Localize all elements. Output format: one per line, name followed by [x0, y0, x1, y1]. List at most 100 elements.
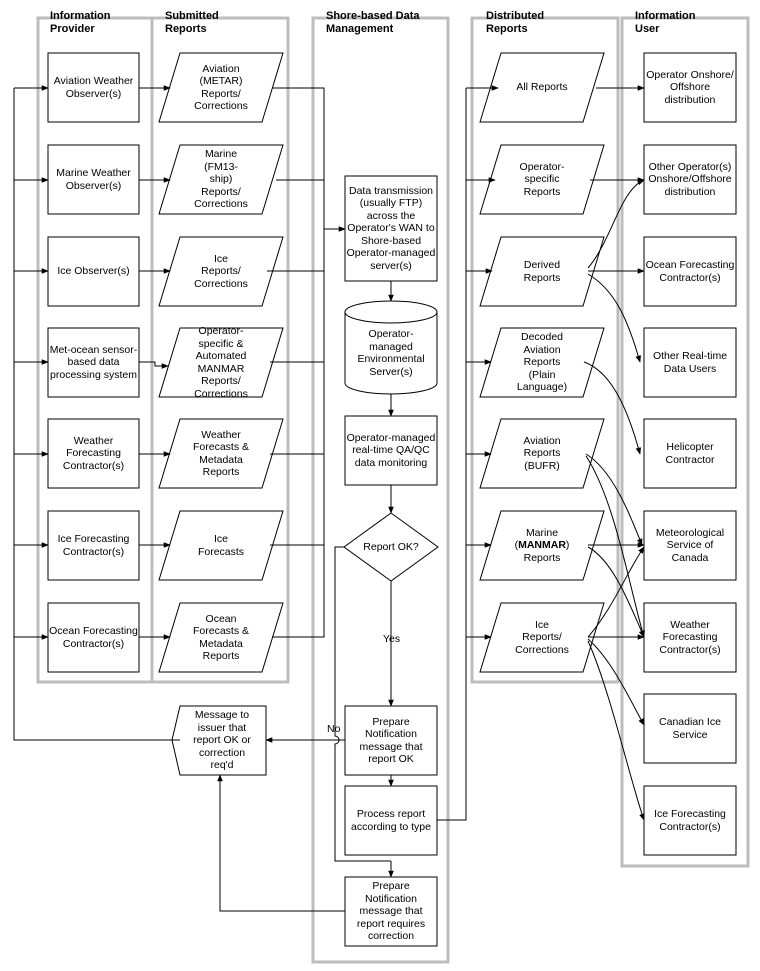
connectors: [13, 85, 645, 912]
provider-aviation-weather-observer: Aviation Weather Observer(s): [53, 75, 134, 100]
user-weather-forecasting-contractor: Weather Forecasting Contractor(s): [659, 618, 721, 656]
lane-header-distributed-reports: Distributed Reports: [486, 10, 545, 35]
arrow-derived-to-realtime: [587, 273, 641, 363]
lane-header-information-provider: Information Provider: [50, 10, 111, 35]
submitted-aviation-metar: Aviation (METAR) Reports/ Corrections: [194, 62, 248, 113]
marine-suffix: ) Reports: [523, 539, 570, 564]
submitted-shapes: [158, 52, 284, 673]
message-label: Message to issuer that report OK or corr…: [193, 709, 251, 772]
notify-ok-label: Prepare Notification message that report…: [359, 715, 423, 766]
lane-header-shore-based: Shore-based Data Management: [326, 10, 420, 35]
user-box: [643, 327, 737, 398]
marine-manmar-bold: MANMAR: [518, 539, 566, 552]
server-cylinder: [344, 300, 438, 395]
server-cylinder-top: [344, 311, 438, 324]
distributed-shapes: [479, 52, 605, 673]
provider-ocean-forecasting-contractor: Ocean Forecasting Contractor(s): [49, 625, 138, 650]
notify-correction-box: [344, 876, 438, 947]
submitted-shape: [158, 52, 284, 123]
provider-box: [47, 602, 140, 673]
lane-header-submitted-reports: Submitted Reports: [165, 10, 219, 35]
arrow-ice-to-ifc: [587, 640, 645, 821]
provider-box: [47, 236, 140, 307]
user-boxes: [643, 52, 737, 856]
provider-box: [47, 418, 140, 489]
submitted-shape: [158, 418, 284, 489]
provider-box: [47, 144, 140, 215]
user-other-operators: Other Operator(s) Onshore/Offshore distr…: [648, 160, 732, 198]
user-box: [643, 693, 737, 764]
arrow-provider-to-submitted: [139, 361, 169, 369]
user-canadian-ice-service: Canadian Ice Service: [659, 716, 721, 741]
submitted-ocean-forecasts: Ocean Forecasts & Metadata Reports: [192, 612, 250, 663]
provider-weather-forecasting-contractor: Weather Forecasting Contractor(s): [62, 434, 125, 472]
submitted-weather-forecasts: Weather Forecasts & Metadata Reports: [192, 428, 250, 479]
marine-prefix: Marine (: [514, 526, 559, 552]
user-operator-onshore-offshore: Operator Onshore/ Offshore distribution: [646, 68, 734, 106]
provider-box: [47, 510, 140, 581]
transmission-box: [344, 175, 438, 282]
provider-met-ocean-sensor: Met-ocean sensor- based data processing …: [49, 343, 138, 381]
submitted-shape: [158, 510, 284, 581]
lane-information-user: [620, 16, 750, 868]
arrow-correction-to-message: [217, 774, 345, 912]
feedback-line: [13, 88, 180, 741]
distributed-shape: [479, 144, 605, 215]
submitted-ice-reports: Ice Reports/ Corrections: [194, 252, 248, 290]
user-ocean-forecasting-contractor: Ocean Forecasting Contractor(s): [645, 259, 735, 284]
user-box: [643, 52, 737, 123]
distributed-shape: [479, 52, 605, 123]
no-label: No: [327, 723, 341, 735]
submitted-shape: [158, 327, 284, 398]
user-meteorological-service: Meteorological Service of Canada: [655, 526, 725, 564]
provider-ice-forecasting-contractor: Ice Forecasting Contractor(s): [57, 533, 130, 558]
distributed-ice-reports: Ice Reports/ Corrections: [515, 618, 569, 656]
swimlanes: [36, 16, 750, 964]
arrow-ice-to-cis: [587, 638, 645, 726]
arrow-derived-to-other: [587, 179, 645, 269]
arrow-bufr-to-msc: [585, 453, 643, 546]
distributed-decoded-aviation: Decoded Aviation Reports (Plain Language…: [516, 331, 568, 394]
submitted-shape: [158, 236, 284, 307]
submitted-ice-forecasts: Ice Forecasts: [197, 533, 245, 558]
yes-label: Yes: [383, 633, 401, 645]
lane-shore-based-data-management: [311, 16, 450, 964]
qaqc-box: [344, 415, 438, 486]
distributed-aviation-bufr: Aviation Reports (BUFR): [523, 434, 561, 472]
distributed-shape: [479, 602, 605, 673]
process-label: Process report according to type: [351, 808, 431, 833]
submitted-shape: [158, 602, 284, 673]
distributed-derived: Derived Reports: [523, 259, 561, 284]
submitted-manmar: Operator- specific & Automated MANMAR Re…: [194, 325, 248, 400]
user-box: [643, 785, 737, 856]
user-other-realtime: Other Real-time Data Users: [652, 350, 728, 375]
user-helicopter-contractor: Helicopter Contractor: [665, 441, 715, 466]
server-label: Operator- managed Environmental Server(s…: [357, 328, 425, 378]
user-ice-forecasting-contractor: Ice Forecasting Contractor(s): [654, 808, 726, 833]
submitted-shape: [158, 144, 284, 215]
qaqc-label: Operator-managed real-time QA/QC data mo…: [346, 431, 436, 469]
decision-label: Report OK?: [363, 540, 419, 553]
user-box: [643, 510, 737, 581]
transmission-label: Data transmission (usually FTP) across t…: [346, 184, 436, 272]
notify-correction-label: Prepare Notification message that report…: [356, 880, 426, 943]
arrow-ice-to-msc: [587, 546, 645, 638]
distributed-marine-manmar: Marine (MANMAR) Reports: [491, 511, 593, 580]
distributed-shape: [479, 236, 605, 307]
user-box: [643, 418, 737, 489]
provider-ice-observer: Ice Observer(s): [57, 265, 130, 278]
process-box: [344, 785, 438, 856]
user-box: [643, 236, 737, 307]
lane-distributed-reports: [470, 16, 620, 684]
lane-submitted-reports: [150, 16, 290, 684]
distributed-all-reports: All Reports: [516, 81, 568, 94]
distributed-operator-specific: Operator- specific Reports: [519, 160, 565, 198]
distributed-shape: [479, 510, 605, 581]
distribution-bus: [437, 88, 467, 821]
user-box: [643, 602, 737, 673]
distributed-shape: [479, 327, 605, 398]
lane-header-information-user: Information User: [635, 10, 696, 35]
submitted-marine-fm13: Marine (FM13- ship) Reports/ Corrections: [194, 148, 248, 211]
provider-marine-weather-observer: Marine Weather Observer(s): [56, 167, 131, 192]
